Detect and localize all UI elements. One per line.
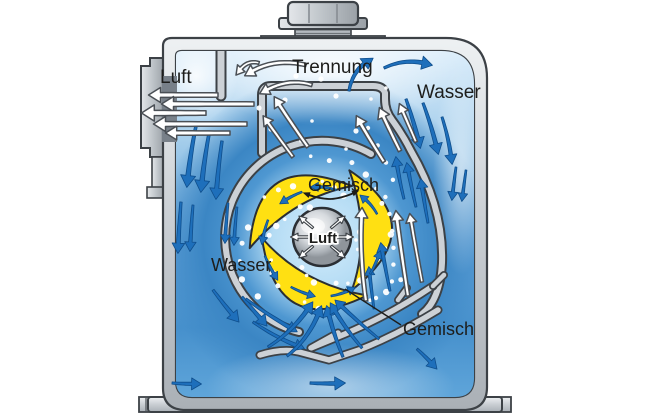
hex-facets bbox=[308, 4, 338, 23]
labels: Luft Trennung Wasser Gemisch Luft Wasser… bbox=[160, 57, 481, 339]
label-trennung: Trennung bbox=[292, 57, 373, 78]
label-gemisch-bottom: Gemisch bbox=[403, 319, 474, 339]
label-luft-hub: Luft bbox=[309, 230, 337, 247]
internal-walls bbox=[215, 51, 448, 365]
gemisch-leader-line bbox=[344, 288, 402, 326]
plug-hex-head bbox=[286, 0, 360, 27]
air-flow-arrows bbox=[140, 59, 425, 303]
label-wasser-left: Wasser bbox=[211, 255, 271, 275]
label-gemisch-center: Gemisch bbox=[308, 175, 379, 195]
annotations bbox=[302, 190, 402, 326]
mixture-double-arrow bbox=[302, 190, 360, 200]
label-luft-channel: Luft bbox=[160, 67, 192, 88]
water-flow-arrows bbox=[171, 55, 468, 391]
hub-air-arrows bbox=[289, 215, 355, 259]
label-wasser-top: Wasser bbox=[417, 82, 481, 103]
